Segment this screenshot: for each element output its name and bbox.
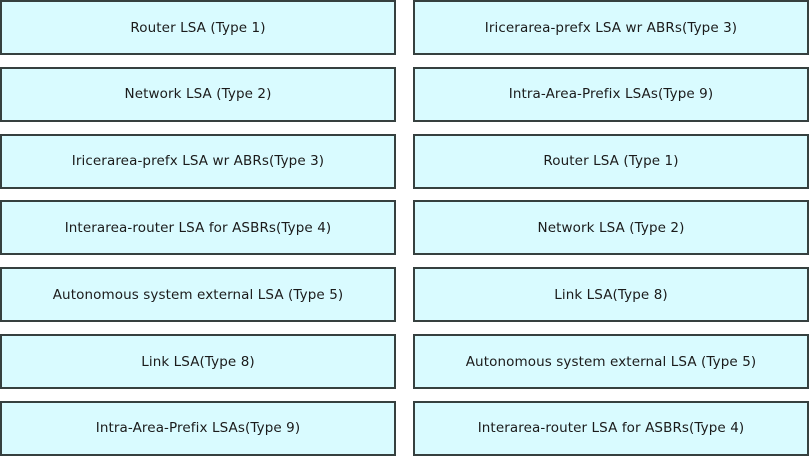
lsa-box-label: Autonomous system external LSA (Type 5) bbox=[465, 353, 757, 370]
lsa-box-right-2[interactable]: Intra-Area-Prefix LSAs(Type 9) bbox=[413, 66, 809, 122]
lsa-box-label: Iricerarea-prefx LSA wr ABRs(Type 3) bbox=[484, 19, 738, 36]
lsa-box-label: Network LSA (Type 2) bbox=[124, 86, 272, 103]
lsa-box-left-3[interactable]: Iricerarea-prefx LSA wr ABRs(Type 3) bbox=[0, 133, 396, 189]
lsa-box-left-7[interactable]: Intra-Area-Prefix LSAs(Type 9) bbox=[0, 400, 396, 456]
lsa-box-right-3[interactable]: Router LSA (Type 1) bbox=[413, 133, 809, 189]
lsa-box-label: Router LSA (Type 1) bbox=[130, 19, 266, 36]
lsa-box-left-4[interactable]: Interarea-router LSA for ASBRs(Type 4) bbox=[0, 200, 396, 256]
lsa-box-right-5[interactable]: Link LSA(Type 8) bbox=[413, 267, 809, 323]
lsa-box-right-6[interactable]: Autonomous system external LSA (Type 5) bbox=[413, 334, 809, 390]
diagram-row: Network LSA (Type 2) Intra-Area-Prefix L… bbox=[0, 66, 809, 122]
lsa-box-label: Intra-Area-Prefix LSAs(Type 9) bbox=[508, 86, 714, 103]
lsa-box-left-2[interactable]: Network LSA (Type 2) bbox=[0, 66, 396, 122]
lsa-box-label: Link LSA(Type 8) bbox=[141, 353, 255, 370]
diagram-row: Intra-Area-Prefix LSAs(Type 9) Interarea… bbox=[0, 400, 809, 456]
lsa-box-right-4[interactable]: Network LSA (Type 2) bbox=[413, 200, 809, 256]
lsa-box-label: Router LSA (Type 1) bbox=[543, 153, 679, 170]
diagram-row: Router LSA (Type 1) Iricerarea-prefx LSA… bbox=[0, 0, 809, 55]
diagram-row: Autonomous system external LSA (Type 5) … bbox=[0, 267, 809, 323]
lsa-box-right-1[interactable]: Iricerarea-prefx LSA wr ABRs(Type 3) bbox=[413, 0, 809, 55]
lsa-box-left-1[interactable]: Router LSA (Type 1) bbox=[0, 0, 396, 55]
diagram-row: Iricerarea-prefx LSA wr ABRs(Type 3) Rou… bbox=[0, 133, 809, 189]
diagram-row: Interarea-router LSA for ASBRs(Type 4) N… bbox=[0, 200, 809, 256]
lsa-box-label: Network LSA (Type 2) bbox=[537, 219, 685, 236]
lsa-box-label: Iricerarea-prefx LSA wr ABRs(Type 3) bbox=[71, 153, 325, 170]
lsa-box-label: Interarea-router LSA for ASBRs(Type 4) bbox=[477, 420, 745, 437]
lsa-box-label: Autonomous system external LSA (Type 5) bbox=[52, 286, 344, 303]
lsa-box-right-7[interactable]: Interarea-router LSA for ASBRs(Type 4) bbox=[413, 400, 809, 456]
lsa-box-label: Link LSA(Type 8) bbox=[554, 286, 668, 303]
lsa-box-label: Interarea-router LSA for ASBRs(Type 4) bbox=[64, 219, 332, 236]
lsa-box-left-5[interactable]: Autonomous system external LSA (Type 5) bbox=[0, 267, 396, 323]
lsa-box-label: Intra-Area-Prefix LSAs(Type 9) bbox=[95, 420, 301, 437]
lsa-box-left-6[interactable]: Link LSA(Type 8) bbox=[0, 334, 396, 390]
diagram-row: Link LSA(Type 8) Autonomous system exter… bbox=[0, 334, 809, 390]
